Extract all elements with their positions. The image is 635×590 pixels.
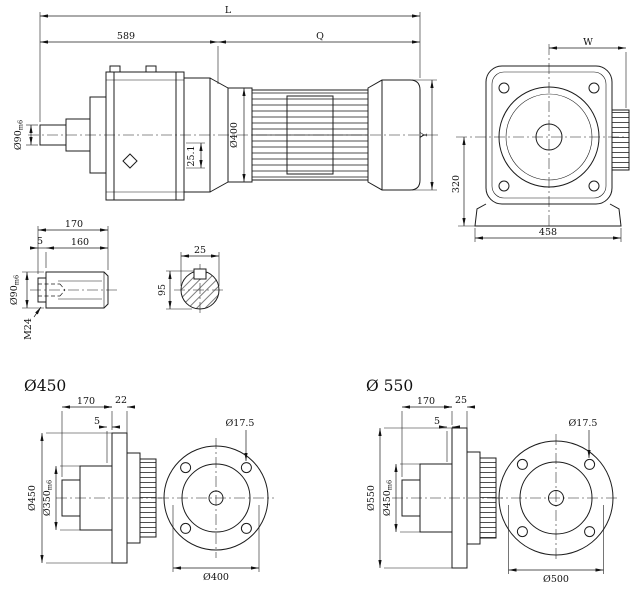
dim-label-shaft-dia: Ø90m6 bbox=[13, 120, 25, 150]
shaft-hole bbox=[535, 123, 563, 151]
dim-label-f450-bc: Ø400 bbox=[203, 572, 229, 583]
dim-label-f550-od: Ø550 bbox=[366, 485, 377, 511]
bolt-hole bbox=[240, 522, 252, 534]
dim-label-L: L bbox=[225, 5, 232, 16]
dim-label-motor-flange-dia: Ø400 bbox=[229, 122, 240, 148]
dim-label-f550-bc: Ø500 bbox=[543, 574, 569, 585]
key-cross-section: 25 95 bbox=[157, 245, 226, 316]
bolt-hole bbox=[588, 180, 600, 192]
flange-550-heading: Ø 550 bbox=[366, 377, 413, 395]
flange-550: Ø 550 170 25 5 Ø550 Ø450m6 bbox=[366, 377, 620, 585]
dim-label-589: 589 bbox=[117, 31, 135, 42]
bolt-hole bbox=[240, 462, 252, 474]
bolt-hole bbox=[498, 82, 510, 94]
bolt-hole bbox=[584, 526, 596, 538]
dim-label-f450-5: 5 bbox=[94, 416, 100, 427]
dim-label-f450-spigot: Ø350m6 bbox=[42, 480, 54, 516]
dim-label-f550-25: 25 bbox=[455, 395, 467, 406]
flange-outer-circle bbox=[163, 445, 269, 551]
gearbox-housing bbox=[89, 65, 185, 201]
motor-body bbox=[251, 79, 421, 191]
bolt-hole bbox=[516, 526, 528, 538]
shaft-detail: 170 5 160 Ø90m6 M24 bbox=[9, 219, 120, 340]
dim-label-5: 5 bbox=[37, 236, 43, 247]
bolt-hole bbox=[498, 180, 510, 192]
dim-label-f550-5: 5 bbox=[434, 416, 440, 427]
bolt-hole bbox=[584, 458, 596, 470]
terminal-box bbox=[286, 95, 334, 175]
dim-label-f450-22: 22 bbox=[115, 395, 127, 406]
flange-face-circle bbox=[498, 86, 600, 188]
dim-label-key-95: 95 bbox=[157, 284, 168, 296]
keyway-slot bbox=[193, 268, 207, 280]
bolt-hole bbox=[588, 82, 600, 94]
end-view: W 320 458 bbox=[451, 37, 630, 242]
thread-label-M24: M24 bbox=[23, 318, 34, 340]
dim-label-Q: Q bbox=[316, 31, 324, 42]
main-side-view: L 589 Q Ø90m6 Ø400 25.1 Y bbox=[13, 5, 438, 201]
dim-label-170: 170 bbox=[65, 219, 83, 230]
fan-cover bbox=[367, 79, 421, 191]
dim-label-f450-bolt-hole: Ø17.5 bbox=[226, 418, 255, 429]
cooling-ribs bbox=[611, 109, 630, 171]
flange-450-heading: Ø450 bbox=[24, 377, 66, 395]
dim-label-key-25: 25 bbox=[194, 245, 206, 256]
flange-450: Ø450 170 22 5 Ø450 Ø350m6 bbox=[24, 377, 274, 583]
dim-label-f550-170: 170 bbox=[417, 396, 435, 407]
dim-label-f550-bolt-hole: Ø17.5 bbox=[569, 418, 598, 429]
dim-label-320: 320 bbox=[451, 175, 462, 193]
dim-label-f450-od: Ø450 bbox=[27, 485, 38, 511]
dim-label-shaft-detail-dia: Ø90m6 bbox=[9, 275, 21, 305]
dim-label-f550-spigot: Ø450m6 bbox=[382, 480, 394, 516]
oil-plug-icon bbox=[122, 153, 138, 169]
flange-outer-circle bbox=[498, 440, 614, 556]
dim-label-25-1: 25.1 bbox=[186, 145, 197, 166]
dim-label-Y: Y bbox=[419, 131, 430, 139]
bolt-hole bbox=[516, 458, 528, 470]
dim-label-f450-170: 170 bbox=[77, 396, 95, 407]
dim-label-W: W bbox=[583, 37, 593, 48]
pinion-teeth bbox=[139, 458, 157, 538]
dim-label-160: 160 bbox=[71, 237, 89, 248]
bolt-hole bbox=[180, 522, 192, 534]
mounting-base bbox=[474, 203, 622, 227]
dim-label-458: 458 bbox=[539, 227, 557, 238]
bolt-hole bbox=[180, 462, 192, 474]
